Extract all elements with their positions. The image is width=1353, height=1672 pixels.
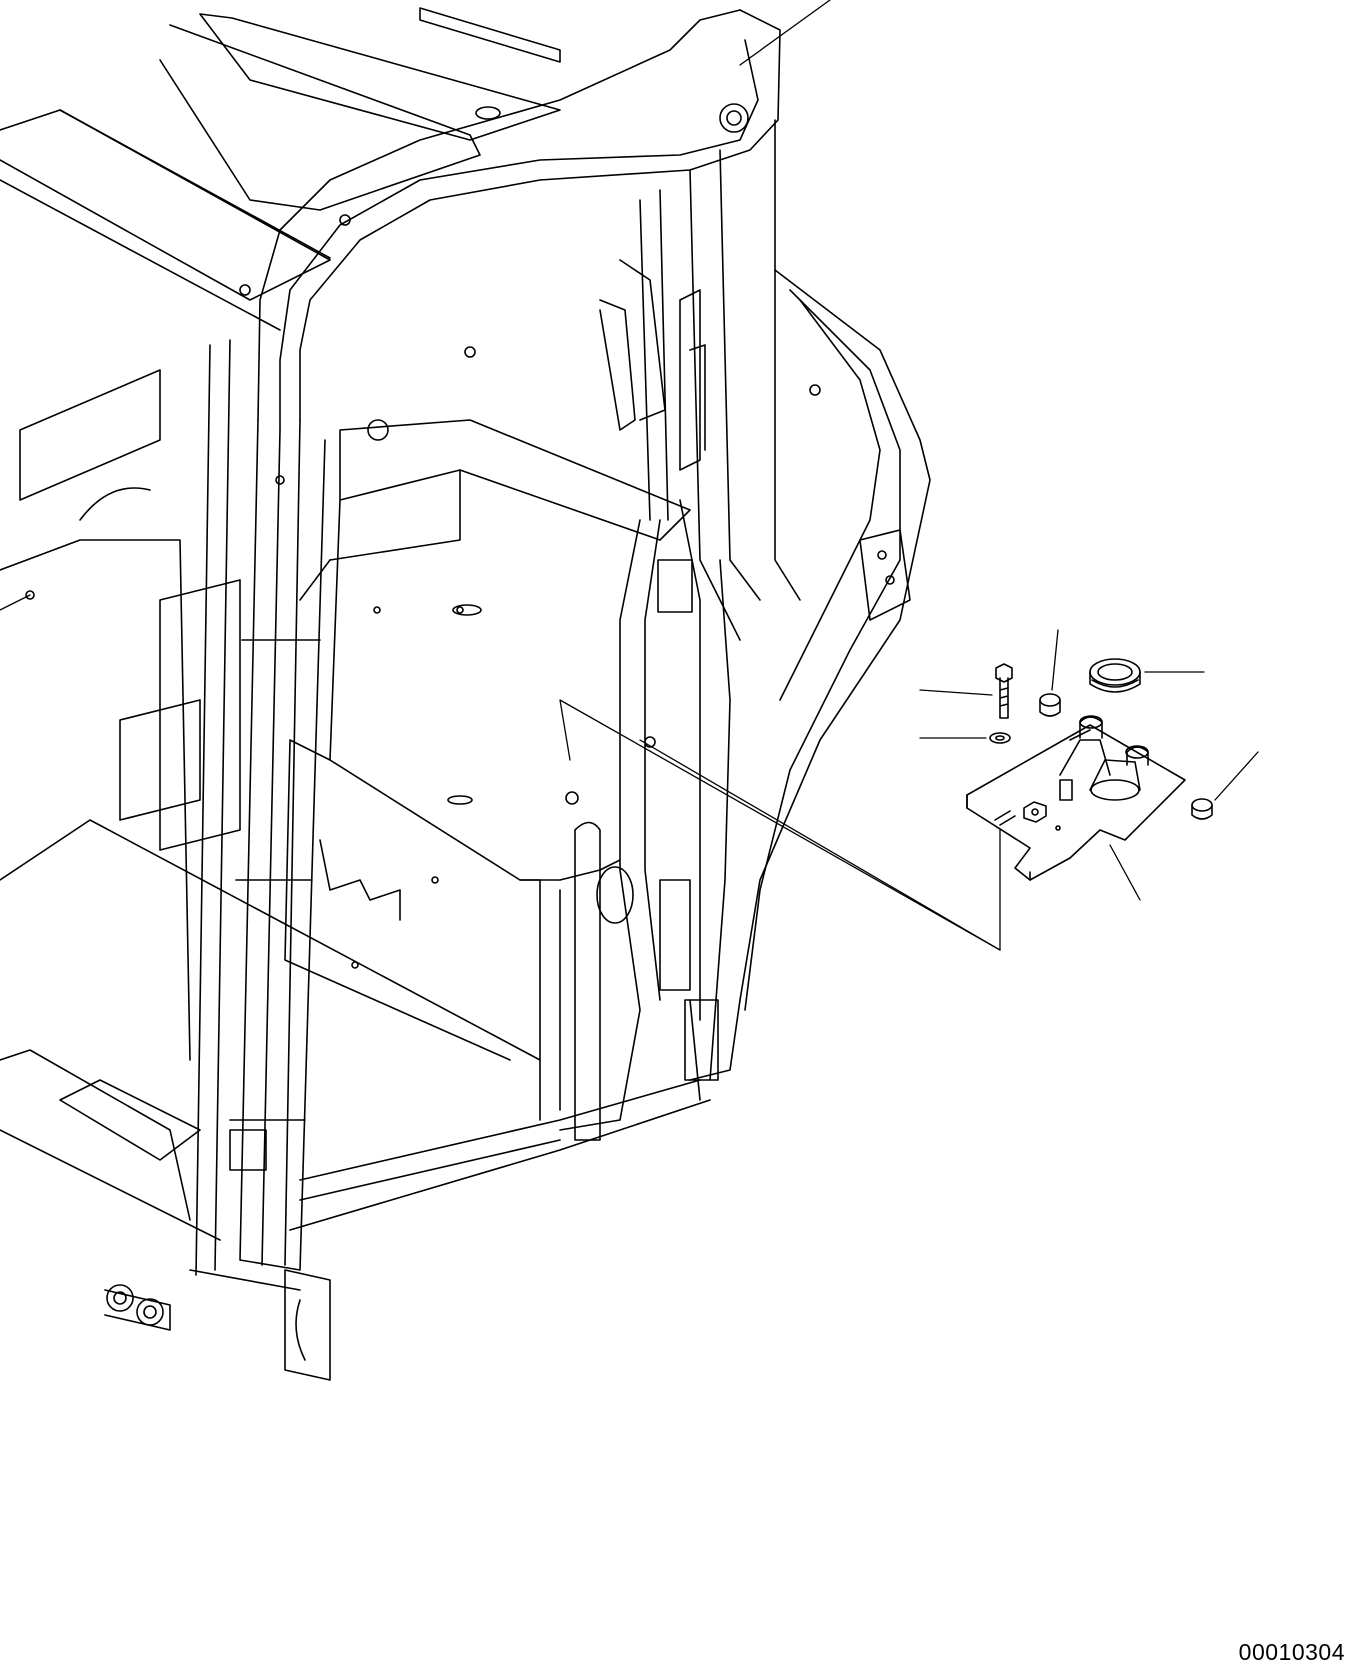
washer: [990, 733, 1010, 743]
bushing-1: [1040, 700, 1060, 716]
mount-hole: [1091, 780, 1139, 800]
cab-frame: [0, 8, 930, 1380]
bushing-2: [1192, 805, 1212, 819]
grommet: [1090, 659, 1140, 692]
drawing-number: 00010304: [1238, 1639, 1345, 1665]
leader-lines: [0, 0, 1258, 950]
exploded-parts: [967, 659, 1212, 880]
bracket-plate: [967, 725, 1185, 880]
